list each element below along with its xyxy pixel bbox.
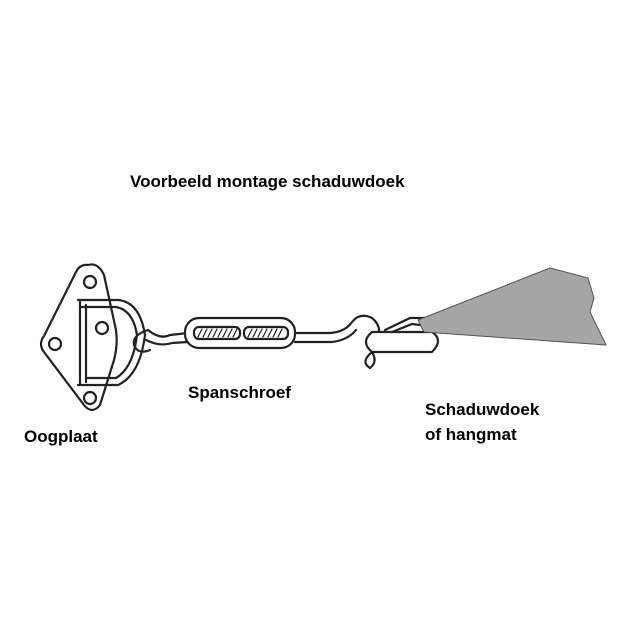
label-shade-cloth-line1: Schaduwdoek	[425, 400, 540, 419]
eye-plate	[39, 263, 147, 412]
diagram-title: Voorbeeld montage schaduwdoek	[130, 172, 405, 191]
shade-cloth	[417, 267, 607, 346]
label-eye-plate: Oogplaat	[24, 427, 98, 446]
hook-right	[293, 314, 381, 344]
turnbuckle	[183, 316, 297, 350]
label-shade-cloth-line2: of hangmat	[425, 425, 517, 444]
hook-left	[132, 328, 190, 353]
label-turnbuckle: Spanschroef	[188, 383, 291, 402]
